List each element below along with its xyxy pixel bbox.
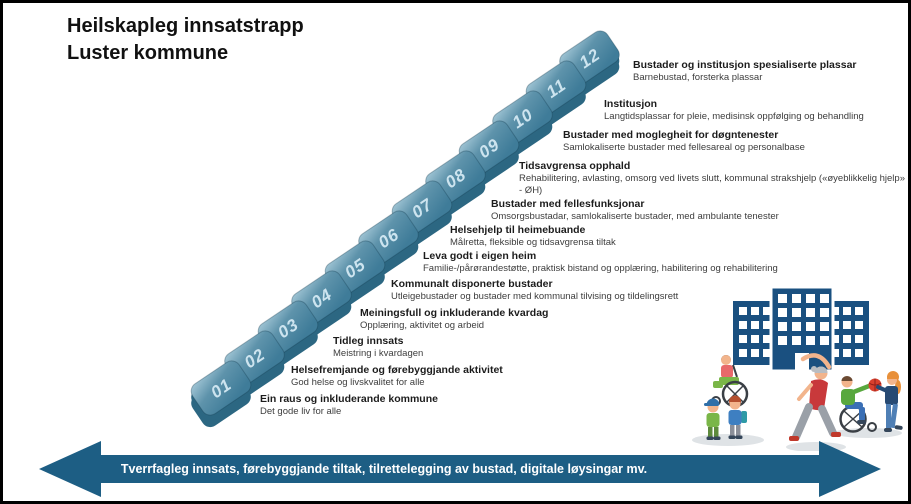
ground-shadow: [692, 434, 764, 446]
step-10-text: Bustader med moglegheit for døgntenester…: [563, 129, 805, 154]
step-01-label: Ein raus og inkluderande kommune: [260, 393, 438, 405]
step-number-02: 02: [241, 345, 269, 372]
step-block-11: 11: [525, 60, 587, 128]
step-12-label: Bustader og institusjon spesialiserte pl…: [633, 59, 857, 71]
step-block-02: 02: [224, 330, 285, 398]
step-block-01: 01: [190, 360, 252, 428]
step-block-09: 09: [458, 120, 520, 188]
step-10-label: Bustader med moglegheit for døgntenester: [563, 129, 779, 141]
step-number-07: 07: [408, 194, 436, 222]
step-09-text: Tidsavgrensa opphald Rehabilitering, avl…: [519, 160, 908, 196]
standing-person-icon: [876, 371, 903, 432]
ground-shadow: [786, 442, 846, 451]
step-block-05: 05: [324, 240, 386, 308]
title-line-1: Heilskapleg innsatstrapp: [67, 15, 304, 37]
step-number-01: 01: [207, 375, 235, 402]
step-04-desc: Opplæring, aktivitet og arbeid: [360, 320, 485, 331]
step-07-text: Helsehjelp til heimebuande Målretta, fle…: [450, 224, 616, 249]
step-04-label: Meiningsfull og inkluderande kvardag: [360, 307, 549, 319]
step-08-text: Bustader med fellesfunksjonar Omsorgsbus…: [491, 198, 779, 223]
step-05-label: Kommunalt disponerte bustader: [391, 278, 553, 290]
step-12-desc: Barnebustad, forsterka plassar: [633, 72, 763, 83]
step-number-08: 08: [442, 165, 470, 192]
step-02-desc: God helse og livskvalitet for alle: [291, 377, 425, 388]
buildings-icon: [733, 285, 869, 373]
community-illustration: [692, 285, 903, 451]
step-03-desc: Meistring i kvardagen: [333, 348, 424, 359]
step-02-text: Helsefremjande og førebyggjande aktivite…: [291, 364, 503, 389]
step-05-desc: Utleigebustader og bustader med kommunal…: [391, 291, 679, 302]
step-number-03: 03: [274, 315, 302, 342]
step-number-09: 09: [475, 135, 503, 162]
step-block-04: 04: [291, 270, 352, 338]
step-04-text: Meiningsfull og inkluderande kvardag Opp…: [360, 307, 548, 332]
step-07-label: Helsehjelp til heimebuande: [450, 224, 586, 236]
step-06-text: Leva godt i eigen heim Familie-/pårørand…: [423, 250, 778, 275]
step-11-desc: Langtidsplassar for pleie, medisinsk opp…: [604, 111, 864, 122]
step-10-desc: Samlokaliserte bustader med fellesareal …: [563, 142, 805, 153]
step-number-04: 04: [308, 285, 336, 312]
step-09-desc: Rehabilitering, avlasting, omsorg ved li…: [519, 173, 905, 196]
step-06-desc: Familie-/pårørandestøtte, praktisk bista…: [423, 263, 778, 274]
step-08-desc: Omsorgsbustadar, samlokaliserte bustader…: [491, 211, 779, 222]
children-icon: [704, 395, 747, 440]
step-number-06: 06: [375, 225, 403, 252]
senior-exercising-icon: [789, 353, 841, 441]
step-07-desc: Målretta, fleksible og tidsavgrensa tilt…: [450, 237, 616, 248]
wheelchair-basketball-icon: [839, 376, 882, 433]
step-number-11: 11: [543, 75, 570, 102]
step-03-text: Tidleg innsats Meistring i kvardagen: [333, 335, 423, 360]
step-block-06: 06: [358, 210, 419, 278]
step-block-03: 03: [257, 300, 319, 368]
step-08-label: Bustader med fellesfunksjonar: [491, 198, 645, 210]
page-title: Heilskapleg innsatstrapp Luster kommune: [67, 13, 304, 67]
step-03-label: Tidleg innsats: [333, 335, 404, 347]
step-05-text: Kommunalt disponerte bustader Utleigebus…: [391, 278, 678, 303]
step-01-desc: Det gode liv for alle: [260, 406, 342, 417]
ground-shadow: [834, 428, 902, 438]
step-block-08: 08: [425, 150, 486, 218]
step-block-12: 12: [559, 30, 620, 98]
step-11-label: Institusjon: [604, 98, 658, 110]
step-number-05: 05: [341, 255, 369, 282]
step-block-10: 10: [492, 90, 553, 158]
bottom-arrow-text: Tverrfagleg innsats, førebyggjande tilta…: [120, 462, 648, 476]
wheelchair-person-icon: [711, 355, 749, 408]
step-06-label: Leva godt i eigen heim: [423, 250, 537, 262]
title-line-2: Luster kommune: [67, 42, 229, 64]
step-block-07: 07: [391, 180, 453, 248]
step-02-label: Helsefremjande og førebyggjande aktivite…: [291, 364, 503, 376]
step-12-text: Bustader og institusjon spesialiserte pl…: [633, 59, 857, 84]
step-09-label: Tidsavgrensa opphald: [519, 160, 631, 172]
step-01-text: Ein raus og inkluderande kommune Det god…: [260, 393, 438, 418]
step-number-10: 10: [509, 105, 537, 132]
step-11-text: Institusjon Langtidsplassar for pleie, m…: [604, 98, 864, 123]
step-number-12: 12: [576, 45, 604, 72]
